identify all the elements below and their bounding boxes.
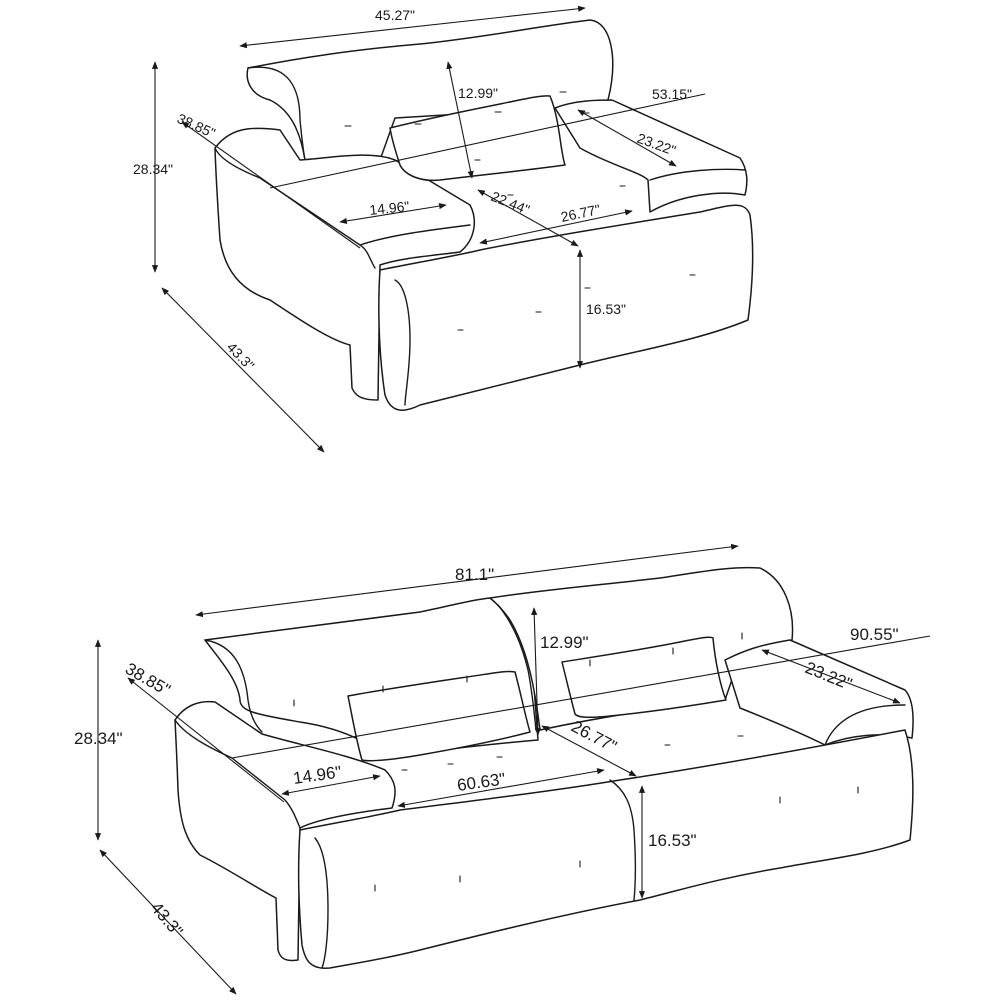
sofa-height-label: 28.34" — [74, 729, 123, 748]
sofa-seat-front — [297, 729, 914, 969]
sofa-width-label: 81.1" — [455, 565, 494, 584]
sofa-dimensions — [94, 543, 931, 995]
loveseat-dimensions — [151, 5, 706, 453]
loveseat-arm-width-label: 14.96" — [369, 198, 410, 218]
loveseat-drawing — [214, 19, 754, 411]
sofa-depth-label: 43.3" — [147, 898, 187, 940]
loveseat-seat-width-label: 22.44" — [489, 188, 532, 218]
loveseat-stitch-marks — [344, 91, 696, 331]
loveseat-pillow — [389, 95, 566, 182]
loveseat-width-label: 45.27" — [375, 7, 415, 23]
sofa-diagonal-label: 90.55" — [850, 625, 899, 644]
loveseat-right-arm — [554, 99, 748, 213]
sofa-seat-width-label: 60.63" — [456, 769, 507, 795]
loveseat-seat-depth-left-label: 38.85" — [175, 110, 218, 141]
loveseat-back-height-label: 12.99" — [458, 85, 498, 101]
sofa-pillow-right — [561, 636, 727, 719]
sofa-back-height-label: 12.99" — [540, 633, 589, 652]
sofa-seat-height-label: 16.53" — [648, 831, 697, 850]
sofa-drawing — [174, 566, 914, 969]
sofa-seat-depth-label: 26.77" — [568, 717, 620, 757]
sofa-stitch-marks — [293, 632, 859, 892]
loveseat-diagonal-label: 53.15" — [652, 86, 692, 102]
loveseat-seat-height-label: 16.53" — [586, 301, 626, 317]
loveseat-height-label: 28.34" — [133, 161, 173, 177]
sofa-pillow-left — [347, 670, 531, 762]
